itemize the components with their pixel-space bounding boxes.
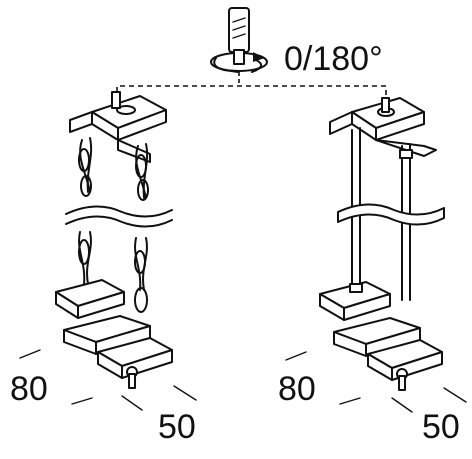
left-dimension-50: 50 bbox=[158, 408, 196, 446]
left-chain-assembly bbox=[19, 91, 197, 411]
right-dimension-50: 50 bbox=[422, 408, 460, 446]
right-rod-assembly bbox=[285, 97, 467, 413]
left-dimension-80: 80 bbox=[10, 370, 48, 408]
rotation-link-line bbox=[116, 85, 387, 104]
rotation-pin-icon bbox=[210, 7, 268, 73]
rotation-label: 0/180° bbox=[284, 40, 383, 78]
right-dimension-80: 80 bbox=[278, 370, 316, 408]
